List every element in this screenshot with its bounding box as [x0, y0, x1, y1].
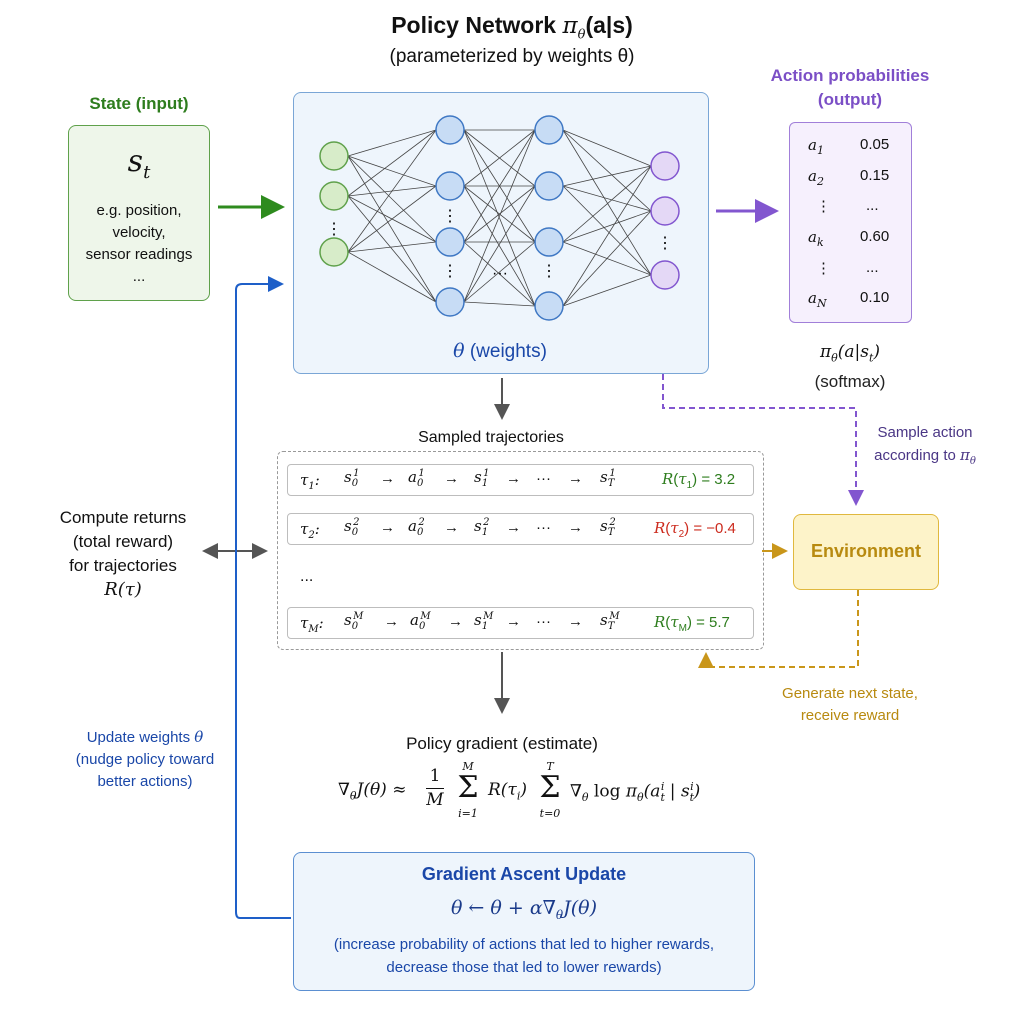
- output-header: Action probabilities (output): [770, 66, 930, 109]
- state-symbol: st: [127, 144, 151, 183]
- network-connection: [463, 129, 536, 307]
- state-box: st e.g. position, velocity, sensor readi…: [68, 125, 210, 301]
- network-connection: [347, 155, 437, 303]
- hidden1-ellipsis-upper: ⋮: [442, 208, 458, 225]
- network-connection: [562, 165, 652, 243]
- network-connection: [347, 129, 437, 197]
- hidden1-ellipsis-lower: ⋮: [442, 263, 458, 280]
- hidden1-node: [435, 171, 465, 201]
- network-connection: [562, 129, 652, 212]
- input-layer-ellipsis: ⋮: [326, 221, 342, 238]
- softmax-label: πθ(a|st) (softmax): [814, 342, 886, 392]
- network-connection: [562, 185, 652, 212]
- weights-label: θ (weights): [453, 340, 547, 362]
- network-connection: [347, 155, 437, 187]
- network-connection: [463, 185, 536, 243]
- hidden2-node: [534, 115, 564, 145]
- network-connection: [347, 241, 437, 253]
- trajectories-box: τ1: s01 → a01 → s11 → ··· → sT1 R(τ1) = …: [277, 451, 764, 650]
- update-title: Gradient Ascent Update: [421, 864, 627, 884]
- diagram-title: Policy Network πθ(a|s): [391, 12, 633, 43]
- update-weights-loop-arrow: [235, 276, 291, 919]
- network-connection: [562, 210, 652, 307]
- network-connection: [463, 241, 536, 303]
- state-description: e.g. position, velocity, sensor readings…: [85, 202, 193, 285]
- network-connection: [562, 165, 652, 307]
- network-nodes: [319, 115, 680, 321]
- network-connection: [463, 129, 536, 243]
- sample-action-label: Sample action according to πθ: [874, 424, 976, 467]
- policy-network-box: [293, 92, 709, 374]
- network-connection: [463, 129, 536, 187]
- hidden1-node: [435, 287, 465, 317]
- network-connection: [562, 274, 652, 307]
- network-connection: [463, 241, 536, 307]
- trajectory-row: τ2: s02 → a02 → s12 → ··· → sT2 R(τ2) = …: [287, 513, 754, 545]
- input-node: [319, 141, 349, 171]
- environment-box: Environment: [793, 514, 939, 590]
- network-connection: [347, 129, 437, 253]
- output-node: [650, 151, 680, 181]
- hidden1-node: [435, 227, 465, 257]
- trajectory-row: τ1: s01 → a01 → s11 → ··· → sT1 R(τ1) = …: [287, 464, 754, 496]
- update-note: (increase probability of actions that le…: [333, 936, 715, 976]
- network-connection: [463, 301, 536, 307]
- policy-gradient-formula: ∇θJ(θ) ≈ 1 M M Σ i=1 R(τi) T Σ t=0 ∇θ lo…: [338, 760, 701, 820]
- update-formula: θ ← θ + α∇θJ(θ): [450, 897, 598, 922]
- network-connection: [562, 129, 652, 167]
- hidden2-node: [534, 227, 564, 257]
- network-connections: [347, 129, 652, 307]
- hidden-layers-ellipsis: ···: [492, 265, 508, 282]
- diagram-subtitle: (parameterized by weights θ): [389, 46, 635, 67]
- gradient-ascent-box: Gradient Ascent Update θ ← θ + α∇θJ(θ) (…: [293, 852, 755, 991]
- hidden2-node: [534, 171, 564, 201]
- network-connection: [562, 185, 652, 276]
- network-connection: [347, 251, 437, 303]
- hidden1-node: [435, 115, 465, 145]
- prob-row: ⋮...: [816, 197, 879, 215]
- network-connection: [562, 165, 652, 187]
- trajectories-header: Sampled trajectories: [418, 429, 564, 446]
- input-node: [319, 181, 349, 211]
- environment-feedback-arrow: [698, 590, 859, 668]
- network-connection: [562, 210, 652, 243]
- update-weights-label: Update weights θ (nudge policy toward be…: [75, 728, 215, 790]
- network-connection: [463, 185, 536, 307]
- trajectory-ellipsis: ...: [300, 568, 314, 585]
- prob-row: ⋮...: [816, 259, 879, 277]
- policy-gradient-header: Policy gradient (estimate): [406, 734, 598, 753]
- output-node: [650, 260, 680, 290]
- network-connection: [347, 195, 437, 303]
- input-node: [319, 237, 349, 267]
- environment-label: Environment: [810, 541, 921, 561]
- network-connection: [347, 129, 437, 157]
- state-header: State (input): [89, 94, 189, 113]
- compute-returns-label: Compute returns (total reward) for traje…: [59, 508, 187, 600]
- network-connection: [562, 129, 652, 276]
- network-connection: [463, 129, 536, 303]
- network-connection: [463, 185, 536, 303]
- hidden2-ellipsis: ⋮: [541, 263, 557, 280]
- output-layer-ellipsis: ⋮: [657, 235, 673, 252]
- output-node: [650, 196, 680, 226]
- network-connection: [347, 155, 437, 243]
- hidden2-node: [534, 291, 564, 321]
- generate-next-state-label: Generate next state, receive reward: [782, 685, 918, 724]
- network-connection: [347, 185, 437, 253]
- trajectory-row: τM: s0M → a0M → s1M → ··· → sTM R(τM) = …: [287, 607, 754, 639]
- sample-action-arrow: [662, 374, 864, 506]
